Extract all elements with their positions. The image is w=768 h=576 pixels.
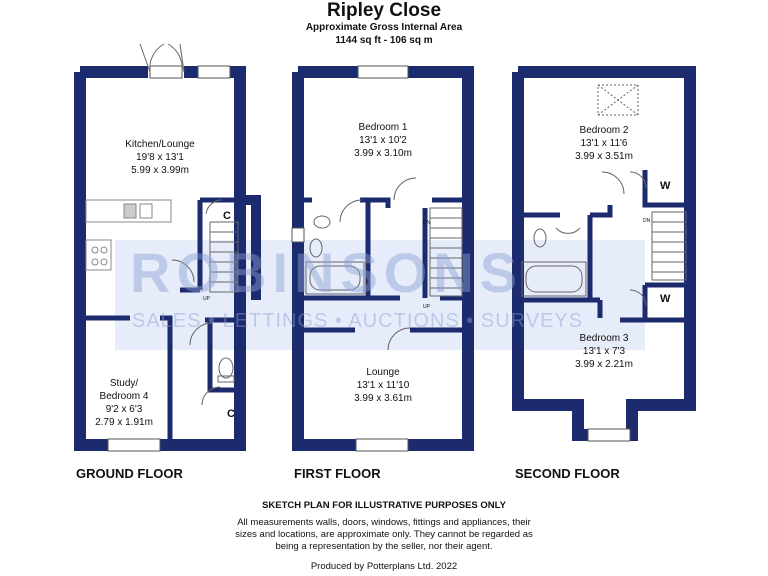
room-size-imperial: 13'1 x 7'3 <box>582 346 626 357</box>
stairs-up-label: UP <box>423 304 430 310</box>
wardrobe-label: W <box>660 180 671 192</box>
watermark-tagline: SALES • LETTINGS • AUCTIONS • SURVEYS <box>132 310 584 332</box>
first-floor-plan <box>291 65 474 452</box>
ground-stairs <box>171 221 239 293</box>
floor-label-ground: GROUND FLOOR <box>76 466 183 481</box>
disclaimer-line-1: All measurements walls, doors, windows, … <box>237 517 531 528</box>
room-size-metric: 3.99 x 3.61m <box>354 393 412 404</box>
floor-label-first: FIRST FLOOR <box>294 466 381 481</box>
disclaimer-line-3: being a representation by the seller, no… <box>275 541 493 552</box>
room-name: Bedroom 2 <box>579 125 629 136</box>
area-value: 1144 sq ft - 106 sq m <box>335 35 433 46</box>
room-size-metric: 5.99 x 3.99m <box>131 165 189 176</box>
ground-floor-plan <box>74 65 261 452</box>
stairs-down-label: DN <box>643 218 651 224</box>
room-size-imperial: 9'2 x 6'3 <box>105 404 143 415</box>
room-study: Study/ Bedroom 4 9'2 x 6'3 2.79 x 1.91m <box>84 377 164 429</box>
kitchen-units <box>85 43 185 271</box>
disclaimer-line-2: sizes and locations, are approximate onl… <box>235 529 533 540</box>
room-size-metric: 2.79 x 1.91m <box>95 417 153 428</box>
second-floor-plan <box>512 66 696 442</box>
room-name: Bedroom 1 <box>358 122 408 133</box>
producer-credit: Produced by Potterplans Ltd. 2022 <box>310 561 458 572</box>
room-kitchen-lounge: Kitchen/Lounge 19'8 x 13'1 5.99 x 3.99m <box>100 138 220 177</box>
room-name: Bedroom 3 <box>579 333 629 344</box>
cupboard-label: C <box>223 210 231 222</box>
stairs-up-label: UP <box>203 296 210 302</box>
disclaimer-heading: SKETCH PLAN FOR ILLUSTRATIVE PURPOSES ON… <box>262 500 506 511</box>
room-name: Kitchen/Lounge <box>125 139 195 150</box>
room-name-2: Bedroom 4 <box>99 391 149 402</box>
first-stairs <box>387 207 463 351</box>
room-size-imperial: 19'8 x 13'1 <box>136 152 184 163</box>
area-label: Approximate Gross Internal Area <box>305 22 463 33</box>
room-size-metric: 3.99 x 3.51m <box>575 151 633 162</box>
ground-wc <box>189 199 235 406</box>
room-bedroom-1: Bedroom 1 13'1 x 10'2 3.99 x 3.10m <box>323 121 443 160</box>
floor-label-second: SECOND FLOOR <box>515 466 620 481</box>
watermark-band <box>115 240 645 350</box>
room-size-metric: 3.99 x 2.21m <box>575 359 633 370</box>
second-fittings <box>521 84 687 307</box>
room-bedroom-3: Bedroom 3 13'1 x 7'3 3.99 x 2.21m <box>544 332 664 371</box>
room-size-imperial: 13'1 x 11'10 <box>356 380 410 391</box>
wardrobe-label: W <box>660 293 671 305</box>
watermark-brand: ROBINSONS <box>130 241 524 304</box>
room-bedroom-2: Bedroom 2 13'1 x 11'6 3.99 x 3.51m <box>544 124 664 163</box>
room-size-imperial: 13'1 x 10'2 <box>359 135 407 146</box>
room-size-metric: 3.99 x 3.10m <box>354 148 412 159</box>
room-lounge: Lounge 13'1 x 11'10 3.99 x 3.61m <box>323 366 443 405</box>
cupboard-label: C <box>227 408 235 420</box>
first-bathroom <box>305 177 417 295</box>
room-size-imperial: 13'1 x 11'6 <box>580 138 628 149</box>
room-name: Study/ <box>109 378 139 389</box>
plan-title: Ripley Close <box>326 0 442 21</box>
room-name: Lounge <box>366 367 400 378</box>
stairs-down-label: DN <box>423 220 431 226</box>
